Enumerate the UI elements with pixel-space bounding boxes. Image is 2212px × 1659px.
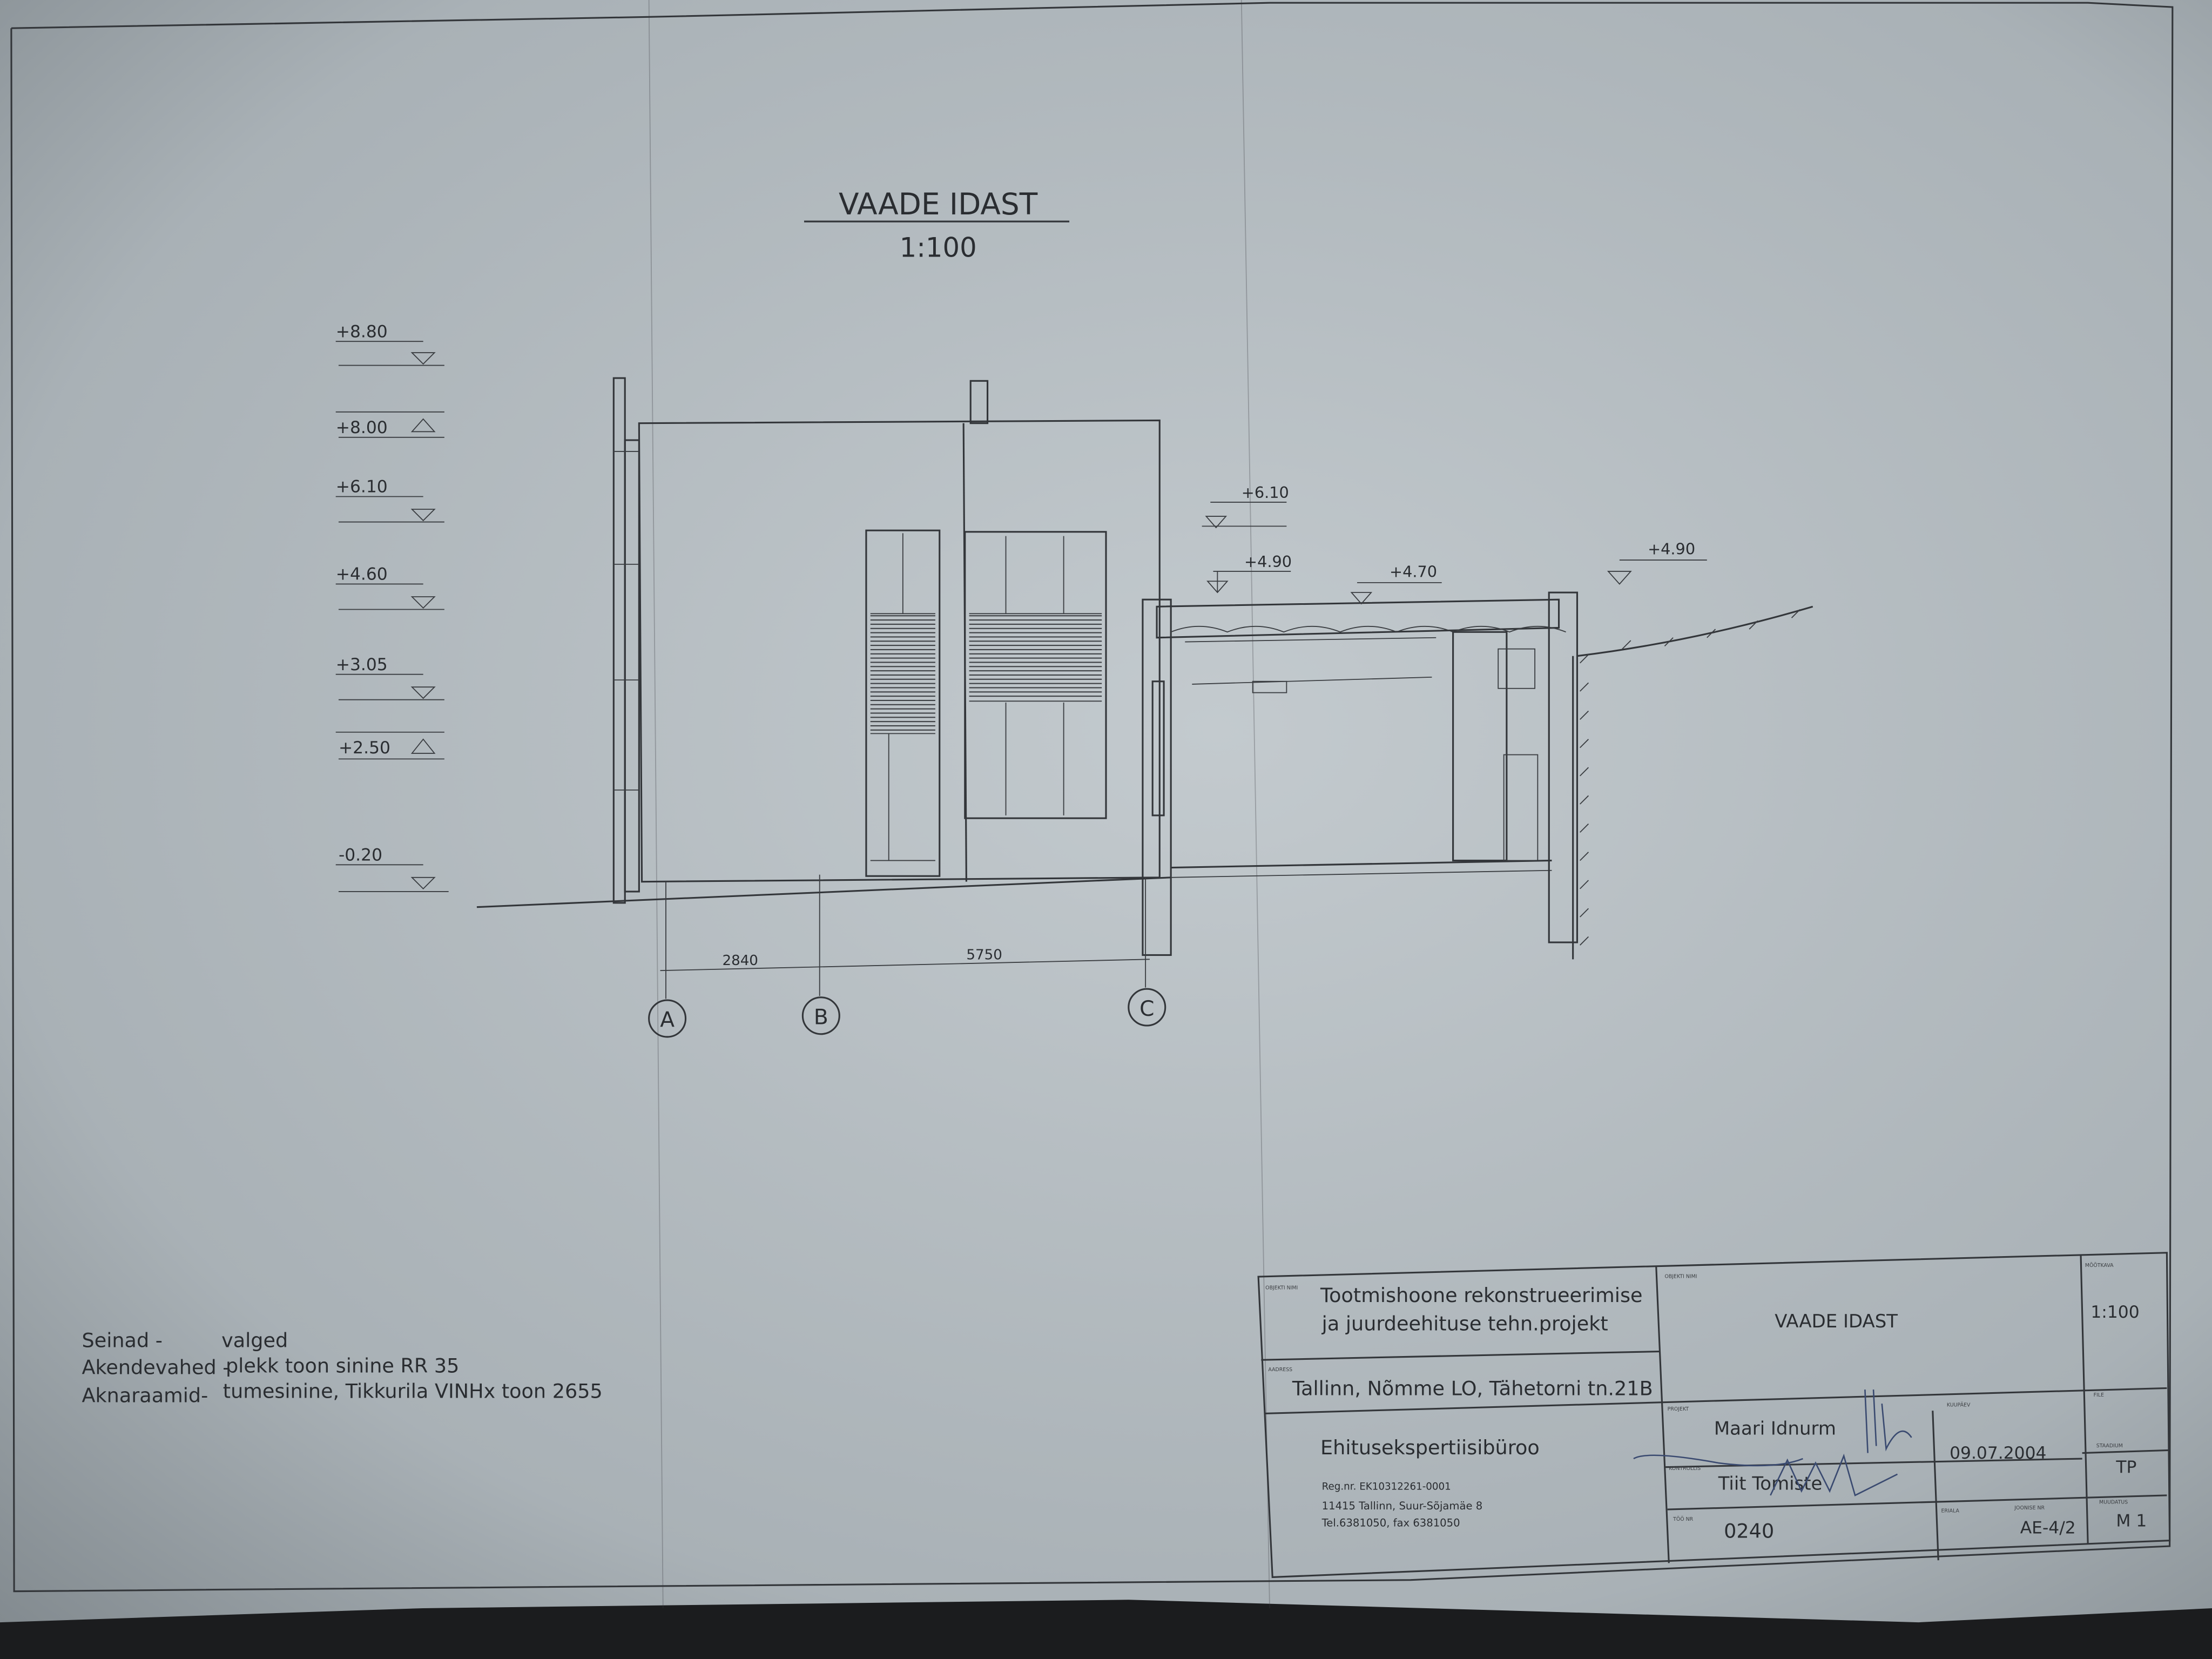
level-marker: +8.00 bbox=[335, 411, 444, 438]
level-marker: +8.80 bbox=[335, 322, 444, 366]
title_block-job_no: 0240 bbox=[1724, 1519, 1774, 1542]
level-marker: +6.10 bbox=[1202, 483, 1289, 529]
drawing-levels_left-1: +8.00 bbox=[336, 418, 388, 437]
level-marker: +2.50 bbox=[335, 731, 444, 760]
title_block-object_line1: Tootmishoone rekonstrueerimise bbox=[1320, 1284, 1642, 1307]
drawing-levels_right-1: +4.90 bbox=[1244, 552, 1292, 571]
title_block-date: 09.07.2004 bbox=[1950, 1444, 2046, 1463]
legend-2-key: Aknaraamid- bbox=[82, 1384, 208, 1407]
drawing-levels_left-5: +2.50 bbox=[339, 738, 390, 758]
dimension-2840: 2840 bbox=[722, 953, 758, 969]
title_block-drawing_no: AE-4/2 bbox=[2020, 1519, 2076, 1538]
legend-0-value: valged bbox=[221, 1329, 288, 1352]
title_block-stage: TP bbox=[2115, 1458, 2136, 1477]
building-elevation bbox=[476, 377, 1813, 960]
title_block-stage_label: STAADIUM bbox=[2096, 1443, 2123, 1449]
view-title: VAADE IDAST bbox=[839, 187, 1038, 221]
view-scale: 1:100 bbox=[900, 232, 977, 263]
drawing-levels_right-3: +4.90 bbox=[1648, 540, 1695, 558]
title_block-revision_label: MUUDATUS bbox=[2099, 1500, 2128, 1506]
grid-axis-B: B bbox=[801, 996, 840, 1035]
drawing-levels_right-0: +6.10 bbox=[1242, 483, 1289, 502]
title_block-address: Tallinn, Nõmme LO, Tähetorni tn.21B bbox=[1292, 1377, 1653, 1400]
drawing-levels_left-3: +4.60 bbox=[336, 565, 388, 584]
title_block-designer: Maari Idnurm bbox=[1714, 1418, 1836, 1440]
title_block-object_line2: ja juurdeehituse tehn.projekt bbox=[1321, 1312, 1608, 1335]
level-markers-right: +6.10 +4.90 +4.70 +4.90 bbox=[1202, 483, 1707, 605]
level-marker: +4.90 bbox=[1607, 540, 1707, 585]
level-marker: +4.70 bbox=[1350, 562, 1442, 605]
drawing-levels_right-2: +4.70 bbox=[1390, 562, 1437, 581]
title_block-scale: 1:100 bbox=[2090, 1303, 2139, 1322]
title_block-revision: M 1 bbox=[2116, 1511, 2147, 1530]
drawing-levels_left-4: +3.05 bbox=[336, 655, 388, 675]
title_block-address_label: AADRESS bbox=[1268, 1367, 1292, 1373]
signature-designer bbox=[1864, 1389, 1912, 1453]
signature-checker bbox=[1633, 1453, 1898, 1496]
title_block-drawing_no_label: JOONISE NR bbox=[2014, 1505, 2045, 1511]
title_block-phone: Tel.6381050, fax 6381050 bbox=[1321, 1516, 1460, 1529]
legend-0-key: Seinad - bbox=[82, 1329, 163, 1352]
level-markers-left: +8.80 +8.00 +6.10 +4.60 +3.05 +2.50 -0.2… bbox=[335, 322, 449, 892]
drawing-levels_left-2: +6.10 bbox=[336, 477, 388, 497]
title_block-scale_label: MÕÕTKAVA bbox=[2085, 1262, 2114, 1269]
title_block-checker: Tiit Tomiste bbox=[1718, 1473, 1823, 1495]
color-legend: Seinad - valged Akendevahed -plekk toon s… bbox=[82, 1329, 603, 1407]
level-marker: -0.20 bbox=[335, 845, 449, 892]
drawing-border bbox=[10, 2, 2174, 1593]
drawing-levels_left-6: -0.20 bbox=[339, 845, 382, 865]
window-right bbox=[964, 531, 1107, 819]
title_block-reg: Reg.nr. EK10312261-0001 bbox=[1322, 1481, 1451, 1493]
level-marker: +3.05 bbox=[335, 655, 444, 700]
title_block-company: Ehitusekspertiisibüroo bbox=[1320, 1436, 1540, 1459]
level-marker: +4.90 bbox=[1206, 552, 1292, 594]
title_block-file_label: FILE bbox=[2094, 1392, 2104, 1398]
fold-line bbox=[1240, 0, 1270, 1608]
legend-2-value: tumesinine, Tikkurila VINHx toon 2655 bbox=[223, 1380, 603, 1403]
level-marker: +4.60 bbox=[335, 565, 444, 610]
grid-axis-A: A bbox=[648, 999, 687, 1038]
level-marker: +6.10 bbox=[335, 477, 444, 523]
title_block-sheet_label: OBJEKTI NIMI bbox=[1664, 1274, 1697, 1280]
drawing-axes-2: C bbox=[1139, 997, 1154, 1021]
title_block-object_label: OBJEKTI NIMI bbox=[1265, 1285, 1298, 1291]
title_block-job_label: TÖÖ NR bbox=[1673, 1516, 1694, 1522]
title-block: OBJEKTI NIMI Tootmishoone rekonstrueerim… bbox=[1257, 1252, 2171, 1579]
title_block-sheet_title: VAADE IDAST bbox=[1775, 1311, 1898, 1332]
title_block-company_address: 11415 Tallinn, Suur-Sõjamäe 8 bbox=[1322, 1500, 1483, 1512]
grid-axis-C: C bbox=[1128, 988, 1166, 1027]
drawing-axes-1: B bbox=[814, 1005, 828, 1029]
dimension-5750: 5750 bbox=[966, 947, 1002, 963]
dimension-line: 2840 5750 bbox=[660, 874, 1150, 999]
title_block-checked_label: KONTROLLIS bbox=[1669, 1466, 1701, 1472]
drawing-axes-0: A bbox=[660, 1008, 675, 1033]
title_block-field_label: ERIALA bbox=[1941, 1508, 1959, 1514]
window-left bbox=[865, 529, 941, 877]
title_block-project_label: PROJEKT bbox=[1668, 1406, 1689, 1412]
drawing-levels_left-0: +8.80 bbox=[336, 322, 388, 341]
title_block-date_label: KUUPÄEV bbox=[1947, 1402, 1971, 1408]
legend-1-key: Akendevahed - bbox=[82, 1355, 230, 1379]
legend-1-value: plekk toon sinine RR 35 bbox=[226, 1354, 459, 1378]
fold-line bbox=[648, 0, 664, 1608]
